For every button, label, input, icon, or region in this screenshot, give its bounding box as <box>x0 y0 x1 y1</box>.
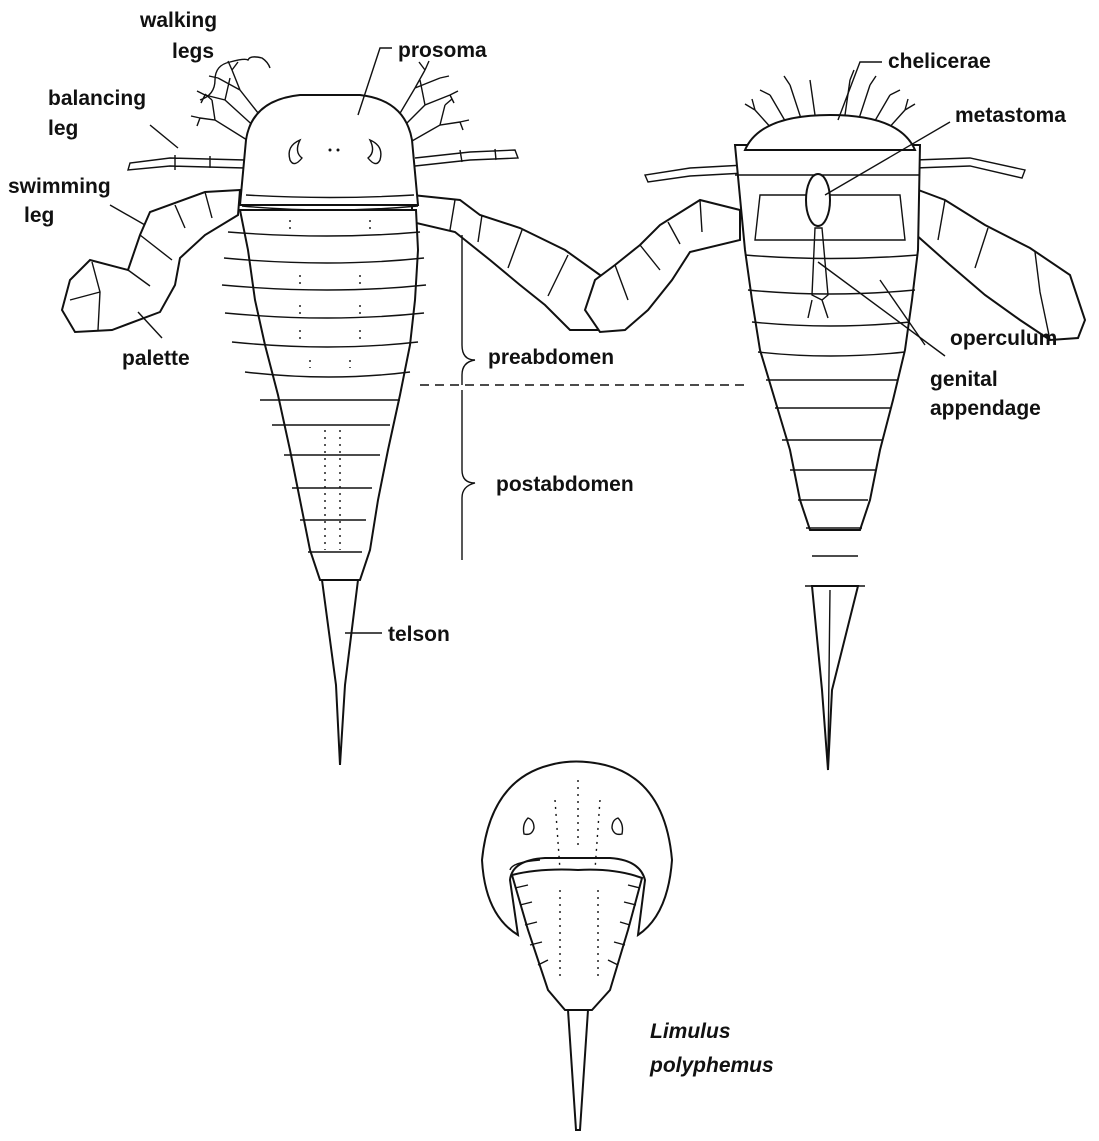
ventral-view-specimen <box>585 70 1085 770</box>
label-swimming-leg: leg <box>24 204 54 227</box>
label-preabdomen: preabdomen <box>488 346 614 369</box>
label-prosoma: prosoma <box>398 39 487 62</box>
label-operculum: operculum <box>950 327 1057 350</box>
ventral-telson <box>812 586 858 770</box>
ventral-left-swimming-leg <box>585 200 740 332</box>
label-legs: legs <box>172 40 214 63</box>
label-appendage: appendage <box>930 397 1041 420</box>
dorsal-view-specimen <box>62 61 610 765</box>
limulus-specimen <box>482 762 672 1131</box>
label-chelicerae: chelicerae <box>888 50 991 73</box>
label-postabdomen: postabdomen <box>496 473 634 496</box>
ventral-right-swimming-leg <box>905 185 1085 340</box>
label-walking: walking <box>139 9 217 32</box>
right-balancing-leg <box>415 149 518 166</box>
left-swimming-leg <box>62 190 240 332</box>
preabdomen-brace <box>462 235 475 385</box>
label-swimming: swimming <box>8 175 111 198</box>
dorsal-telson <box>322 580 358 765</box>
label-telson: telson <box>388 623 450 646</box>
left-balancing-leg <box>128 155 245 170</box>
label-metastoma: metastoma <box>955 104 1066 127</box>
label-balancing: balancing <box>48 87 146 110</box>
label-balancing-leg: leg <box>48 117 78 140</box>
metastoma <box>806 174 830 226</box>
limulus-opisthosoma <box>512 870 642 1010</box>
label-polyphemus: polyphemus <box>649 1054 774 1077</box>
postabdomen-brace <box>462 390 475 560</box>
label-limulus: Limulus <box>650 1020 731 1043</box>
right-swimming-leg <box>412 195 610 330</box>
label-palette: palette <box>122 347 190 370</box>
label-genital: genital <box>930 368 998 391</box>
limulus-telson <box>568 1010 588 1130</box>
